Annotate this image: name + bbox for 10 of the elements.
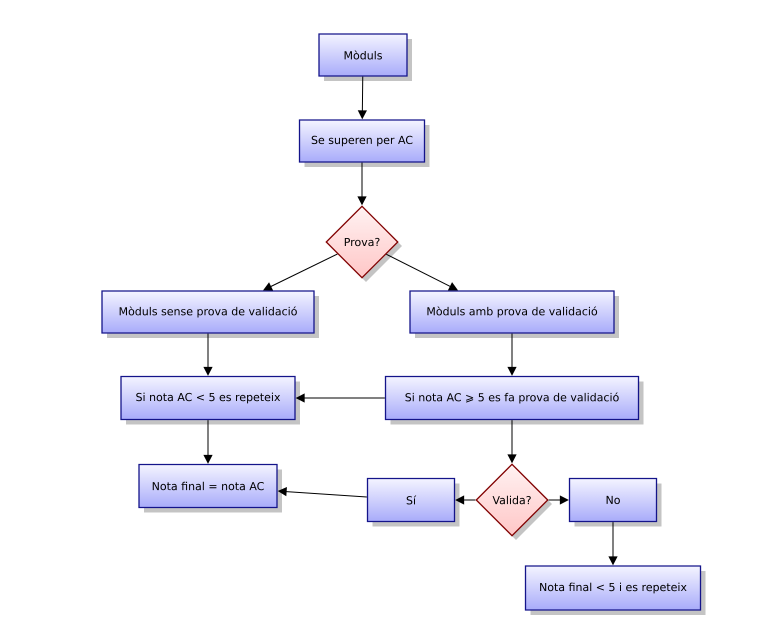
process-box: Mòduls: [318, 33, 412, 81]
process-box: Sí: [366, 478, 460, 526]
process-box: Si nota AC ⩾ 5 es fa prova de validació: [384, 376, 644, 424]
process-box: Mòduls amb prova de validació: [409, 290, 619, 338]
process-box: Nota final = nota AC: [138, 464, 282, 512]
process-box: Mòduls sense prova de validació: [101, 290, 319, 338]
process-box: Nota final < 5 i es repeteix: [524, 565, 706, 615]
process-box: Si nota AC < 5 es repeteix: [120, 376, 300, 424]
process-box: No: [568, 478, 662, 526]
process-box: Se superen per AC: [298, 119, 430, 167]
